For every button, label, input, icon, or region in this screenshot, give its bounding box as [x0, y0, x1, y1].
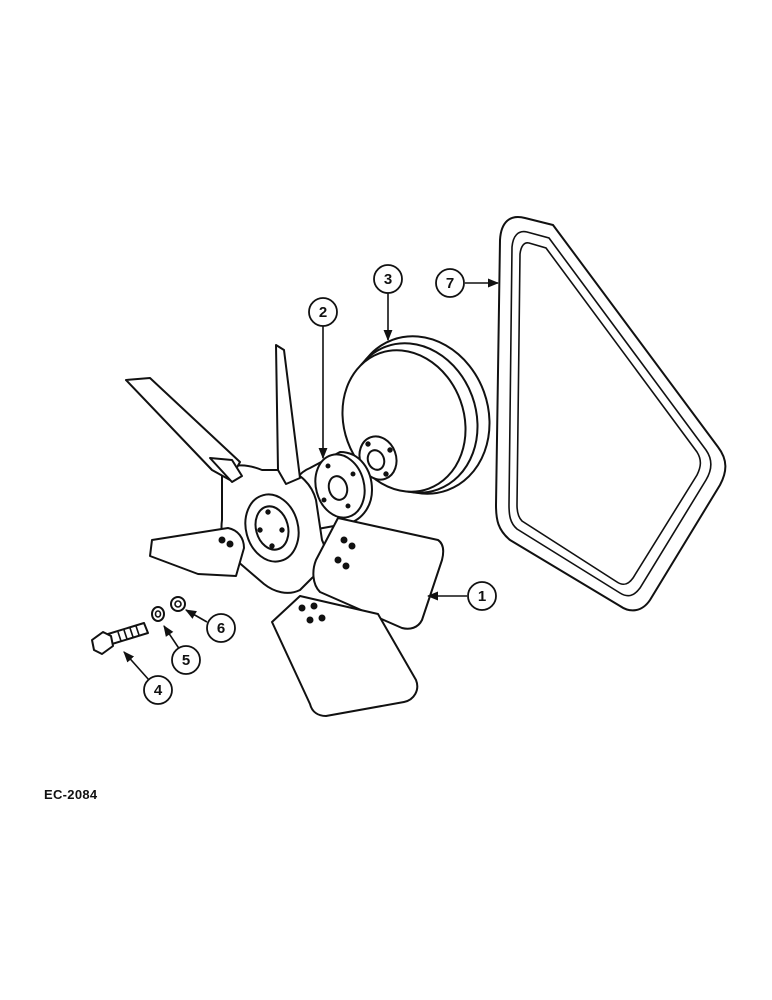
callout-2: 2 — [308, 297, 338, 327]
callout-3-label: 3 — [384, 271, 392, 288]
callout-7-label: 7 — [446, 275, 454, 292]
callout-2-label: 2 — [319, 304, 327, 321]
callout-7: 7 — [435, 268, 465, 298]
callout-1: 1 — [467, 581, 497, 611]
fan-part — [125, 344, 445, 717]
callout-6: 6 — [206, 613, 236, 643]
leader-5 — [163, 625, 181, 651]
callout-4-label: 4 — [154, 682, 163, 699]
figure-id-label: EC-2084 — [44, 787, 98, 802]
bolt-part — [91, 622, 149, 655]
leader-6 — [185, 609, 208, 623]
pulley-part — [341, 335, 491, 495]
callout-4: 4 — [143, 675, 173, 705]
v-belt-part — [495, 216, 727, 612]
callout-3: 3 — [373, 264, 403, 294]
callout-5: 5 — [171, 645, 201, 675]
callout-1-label: 1 — [478, 588, 486, 605]
callout-5-label: 5 — [182, 652, 190, 669]
callout-6-label: 6 — [217, 620, 225, 637]
leader-lines — [123, 278, 500, 681]
lock-washer-part — [151, 606, 165, 622]
leader-4 — [123, 651, 150, 681]
flat-washer-part — [170, 596, 186, 612]
